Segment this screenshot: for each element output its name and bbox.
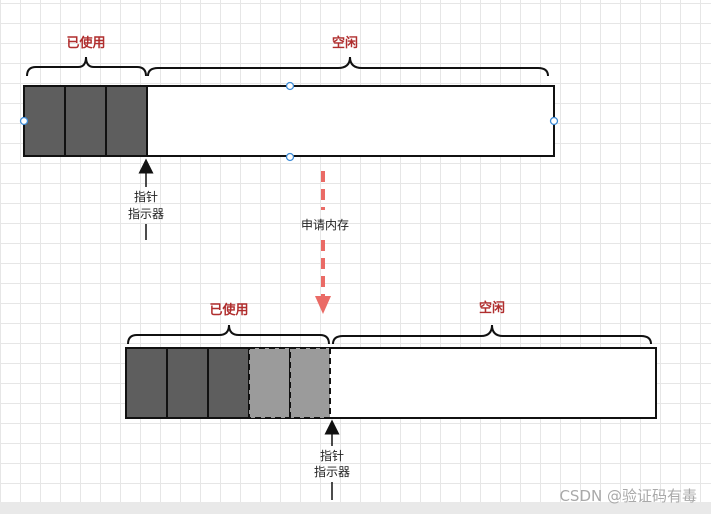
bottom-memory-diagram: 已使用 空闲 指针 指示器	[125, 300, 657, 500]
top-pointer-label-line1: 指针	[134, 189, 158, 204]
bottom-new-block-1	[248, 347, 291, 419]
bottom-pointer-label-line2: 指示器	[314, 464, 350, 479]
top-used-label: 已使用	[66, 35, 105, 51]
selection-handle-left[interactable]	[19, 116, 29, 126]
top-pointer-label-line2: 指示器	[128, 206, 164, 221]
allocate-memory-label: 申请内存	[301, 218, 349, 232]
bottom-used-block-3	[207, 347, 250, 419]
bottom-free-label: 空闲	[479, 300, 505, 316]
bottom-new-block-2	[289, 347, 331, 419]
top-memory-diagram: 已使用 空闲 指针 指示器	[19, 35, 559, 240]
top-free-label: 空闲	[332, 35, 358, 51]
selection-handle-bottom[interactable]	[285, 152, 295, 162]
allocate-arrow-head	[315, 296, 331, 314]
top-used-brace	[26, 56, 147, 77]
top-used-block-3	[105, 85, 148, 157]
bottom-used-block-1	[125, 347, 168, 419]
selection-handle-right[interactable]	[549, 116, 559, 126]
top-used-block-2	[64, 85, 107, 157]
bottom-free-brace	[332, 324, 652, 345]
bottom-used-brace	[127, 324, 330, 345]
bottom-pointer-label-line1: 指针	[320, 448, 344, 463]
bottom-used-label: 已使用	[209, 302, 248, 318]
footer-bar	[0, 502, 711, 514]
bottom-used-block-2	[166, 347, 209, 419]
top-used-block-1	[23, 85, 66, 157]
csdn-watermark: CSDN @验证码有毒	[559, 487, 697, 505]
top-free-brace	[147, 56, 549, 77]
selection-handle-top[interactable]	[285, 81, 295, 91]
allocate-memory-arrow: 申请内存	[301, 171, 349, 314]
